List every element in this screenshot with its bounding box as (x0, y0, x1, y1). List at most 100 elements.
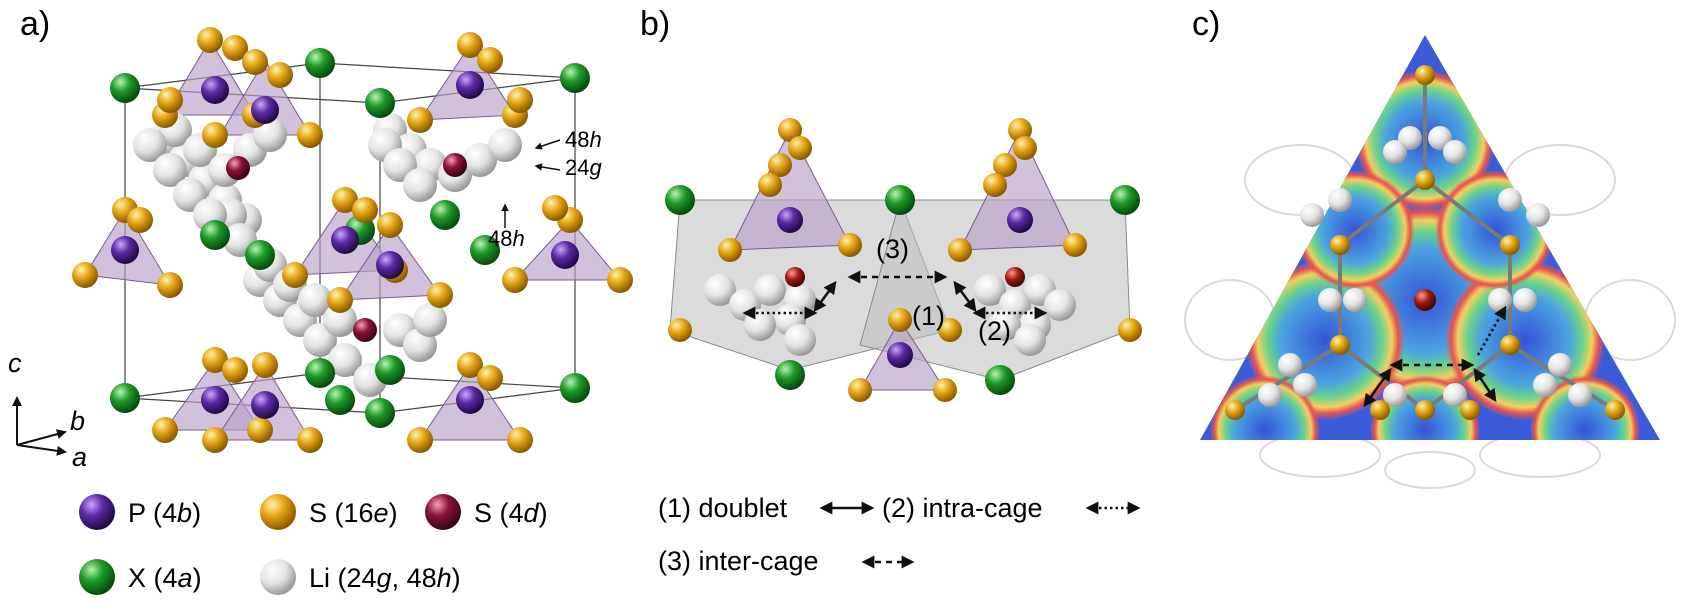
s16e-atom (427, 282, 453, 308)
legend-x-icon (79, 559, 115, 595)
s16e-atom (72, 262, 98, 288)
s16e-atom (247, 417, 273, 443)
x-atom (110, 73, 140, 103)
s16e-atom (222, 35, 248, 61)
x-atom (365, 88, 395, 118)
s16e-atom (607, 267, 633, 293)
s16e-atom (267, 62, 293, 88)
s16e-atom (352, 197, 378, 223)
legend-li-icon (260, 559, 296, 595)
li-atom (463, 143, 497, 177)
s16e-atom (202, 347, 228, 373)
x-atom (245, 240, 275, 270)
s16e-atom (457, 32, 483, 58)
s16e-atom (668, 318, 692, 342)
label-24g: 24 (565, 155, 589, 180)
x-atom (665, 185, 695, 215)
s16e-atom (1063, 233, 1087, 257)
x-atom (325, 385, 355, 415)
x-atom (560, 63, 590, 93)
p-atom (376, 251, 404, 279)
s16e-atom (1330, 335, 1350, 355)
svg-text:48h: 48h (565, 127, 602, 152)
li-atom (1443, 383, 1467, 407)
x-atom (885, 185, 915, 215)
li-atom (1548, 353, 1572, 377)
panel-c-label: c) (1192, 5, 1220, 43)
s16e-atom (1500, 235, 1520, 255)
li-atom (1443, 140, 1467, 164)
x-atom (365, 398, 395, 428)
svg-text:S (16e): S (16e) (309, 498, 398, 528)
x-atom (305, 358, 335, 388)
svg-text:48h: 48h (488, 226, 525, 251)
svg-text:X (4a): X (4a) (128, 563, 202, 593)
label-48h-top: 48 (565, 127, 589, 152)
legend-p: P (4 (128, 498, 177, 528)
li-atom (253, 118, 287, 152)
s4d-atom (226, 156, 250, 180)
s16e-atom (1008, 118, 1032, 142)
panel-a-label: a) (20, 5, 50, 43)
li-atom (704, 274, 736, 306)
path-3-label: (3) (876, 234, 909, 264)
li-atom (298, 283, 332, 317)
atom-legend: P (4b) S (16e) S (4d) X (4a) Li (24g, 48… (79, 494, 548, 595)
li-atom (133, 128, 167, 162)
li-atom (784, 324, 816, 356)
p-atom (201, 76, 229, 104)
s16e-atom (197, 27, 223, 53)
x-atom (430, 200, 460, 230)
legend-x: X (4 (128, 563, 178, 593)
s16e-atom (282, 262, 308, 288)
jump-doublet-left (1363, 367, 1392, 408)
s16e-atom (1500, 335, 1520, 355)
li-atom (1293, 373, 1317, 397)
legend-s4d: S (4 (474, 498, 524, 528)
svg-text:S (4d): S (4d) (474, 498, 548, 528)
s16e-atom (1415, 170, 1435, 190)
jump-doublet-right (1473, 367, 1497, 403)
li-atom (1533, 373, 1557, 397)
x-atom (470, 235, 500, 265)
path-legend: (1) doublet (2) intra-cage (3) inter-cag… (658, 493, 1141, 576)
li-atom (1300, 203, 1324, 227)
s16e-atom (718, 238, 742, 262)
s16e-atom (1225, 400, 1245, 420)
li-atom (974, 274, 1006, 306)
li-atom (1498, 188, 1522, 212)
s16e-atom (1605, 400, 1625, 420)
li-atom (1383, 140, 1407, 164)
li-atom (488, 128, 522, 162)
x-atom (375, 355, 405, 385)
axis-b: b (70, 406, 85, 436)
jump-intra-arrow (1476, 305, 1507, 356)
li-atom (1488, 288, 1512, 312)
x-atom (1110, 185, 1140, 215)
li-atom (1513, 288, 1537, 312)
legend-doublet: (1) doublet (658, 493, 788, 523)
axis-a: a (72, 442, 87, 472)
x-atom (200, 220, 230, 250)
s16e-atom (457, 352, 483, 378)
s16e-atom (788, 136, 812, 160)
svg-text:Li (24g, 48h): Li (24g, 48h) (309, 563, 461, 593)
s16e-atom (377, 212, 403, 238)
x-atom (985, 365, 1015, 395)
s16e-atom (768, 153, 792, 177)
path-1-arrow-right (953, 280, 977, 313)
s4d-atom (1414, 289, 1436, 311)
s16e-atom (888, 308, 912, 332)
x-atom (560, 373, 590, 403)
x-atom (305, 48, 335, 78)
s16e-atom (993, 153, 1017, 177)
path-2-label: (2) (978, 316, 1011, 346)
s16e-atom (202, 427, 228, 453)
s16e-atom (1118, 318, 1142, 342)
svg-text:24g: 24g (565, 155, 602, 180)
li-atom (153, 153, 187, 187)
p-atom (251, 96, 279, 124)
li-atom (744, 309, 776, 341)
s16e-atom (938, 318, 962, 342)
p-atom (777, 207, 803, 233)
